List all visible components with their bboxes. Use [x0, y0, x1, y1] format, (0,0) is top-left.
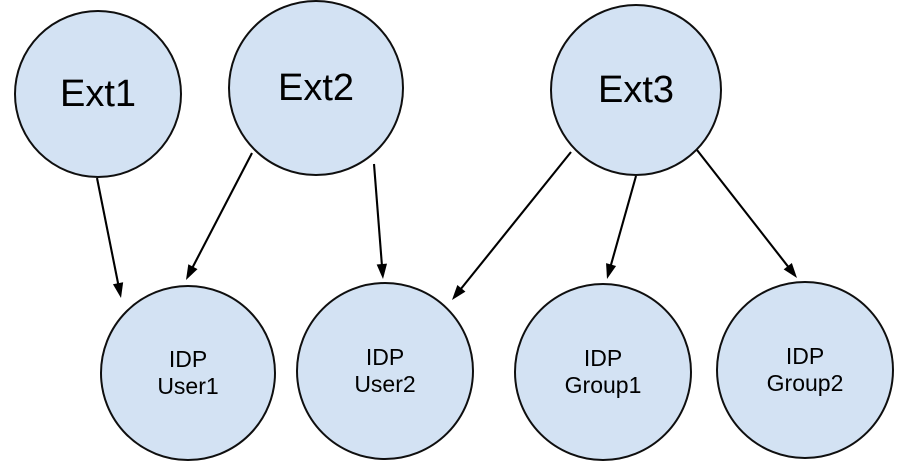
node-idp-group1[interactable]: IDP Group1: [514, 283, 692, 461]
edge-line-ext3-to-group2: [696, 149, 791, 270]
node-idp-user1[interactable]: IDP User1: [100, 285, 276, 461]
edge-line-ext2-to-user1: [190, 152, 253, 270]
edge-arrowhead-ext2-to-user2: [376, 263, 388, 279]
node-idp-user1-label: IDP User1: [157, 345, 219, 399]
edge-arrowhead-ext3-to-group1: [606, 263, 617, 279]
node-ext3[interactable]: Ext3: [550, 4, 722, 176]
node-ext1[interactable]: Ext1: [14, 10, 182, 178]
node-idp-group2[interactable]: IDP Group2: [716, 281, 894, 459]
edge-arrowhead-ext3-to-user2: [452, 285, 466, 300]
node-ext1-label: Ext1: [59, 72, 137, 115]
edge-line-ext2-to-user2: [372, 163, 384, 268]
node-idp-group1-label: IDP Group1: [564, 344, 642, 398]
edge-line-ext1-to-user1: [95, 177, 120, 287]
edge-arrowhead-ext3-to-group2: [783, 262, 797, 278]
node-ext3-label: Ext3: [597, 68, 675, 111]
node-idp-group2-label: IDP Group2: [766, 342, 844, 396]
node-ext2[interactable]: Ext2: [228, 0, 404, 176]
edge-line-ext3-to-group1: [609, 175, 638, 268]
node-idp-user2[interactable]: IDP User2: [296, 282, 474, 460]
node-ext2-label: Ext2: [277, 66, 355, 109]
edge-line-ext3-to-user2: [458, 151, 572, 292]
edge-arrowhead-ext2-to-user1: [186, 264, 198, 280]
node-idp-user2-label: IDP User2: [354, 343, 416, 397]
edge-arrowhead-ext1-to-user1: [112, 282, 124, 298]
